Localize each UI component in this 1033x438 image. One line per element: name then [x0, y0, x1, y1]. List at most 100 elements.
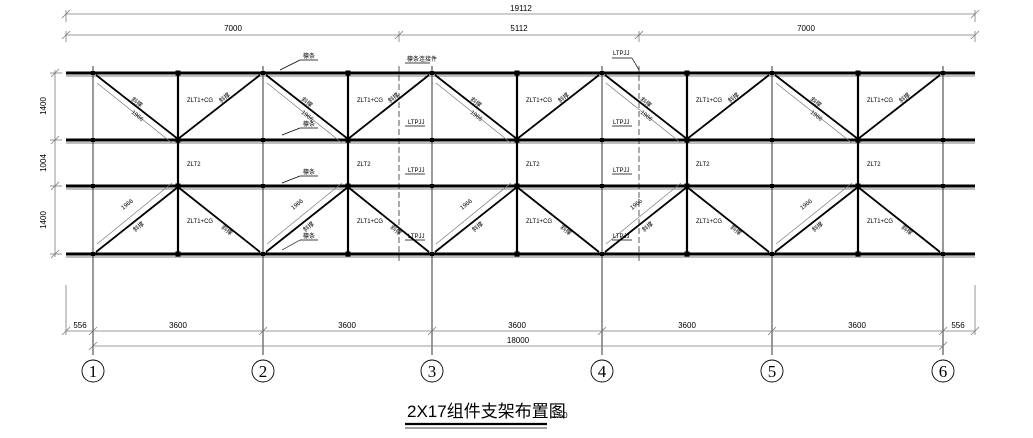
lower-column-label: ZLT1+CG — [357, 219, 383, 225]
ltp-label-6: LTPJJ — [613, 234, 630, 240]
axis-joint-node — [91, 71, 95, 75]
grid-axis-bubbles — [81, 359, 955, 383]
axis-joint-node — [91, 138, 95, 142]
joint-node — [514, 251, 520, 257]
joint-node — [345, 183, 351, 189]
row-1-height-label: 1400 — [39, 97, 48, 115]
top-segment-dimensions — [61, 30, 980, 42]
lower-right-brace — [516, 186, 600, 253]
axis-joint-node — [600, 138, 604, 142]
bottom-segment-3-label: 3600 — [338, 321, 356, 330]
bottom-segment-7-label: 556 — [951, 321, 965, 330]
brace-tag-upper-left: 斜撑 — [809, 95, 823, 109]
axis-joint-node — [770, 252, 774, 256]
axis-joint-node — [430, 138, 434, 142]
brace-length-dimension-lower — [266, 182, 343, 245]
top-segment-3-label: 7000 — [797, 24, 815, 33]
bottom-segment-6-label: 3600 — [848, 321, 866, 330]
purlin-tag-3: 檩条 — [303, 168, 315, 176]
brace-length-dimension-lower — [96, 182, 173, 245]
ltp-label-4: LTPJJ — [613, 120, 630, 126]
middle-column-label: ZLT2 — [187, 162, 201, 168]
brace-tag-upper-left: 斜撑 — [469, 95, 483, 109]
axis-joint-node — [430, 71, 434, 75]
lower-left-brace — [265, 186, 349, 253]
support-bays: ZLT1+CGZLT2ZLT1+CG19661966斜撑斜撑斜撑斜撑ZLT1+C… — [91, 70, 945, 257]
brace-length-dimension-upper — [96, 82, 173, 144]
axis-joint-node — [600, 71, 604, 75]
joint-node — [175, 183, 181, 189]
lower-left-brace — [774, 186, 859, 253]
brace-tag-upper-right: 斜撑 — [386, 91, 400, 105]
lower-column-label: ZLT1+CG — [187, 219, 213, 225]
joint-node — [514, 70, 520, 76]
brace-length-label-lower: 1966 — [630, 198, 645, 211]
lower-column-label: ZLT1+CG — [696, 219, 722, 225]
axis-joint-node — [941, 71, 945, 75]
upper-left-brace — [95, 74, 179, 140]
purlin-tag-2: 檩条 — [303, 120, 315, 128]
joint-node — [684, 251, 690, 257]
joint-node — [345, 137, 351, 143]
axis-joint-node — [600, 252, 604, 256]
axis-joint-node — [941, 138, 945, 142]
joint-node — [345, 251, 351, 257]
brace-tag-upper-right: 斜撑 — [217, 91, 231, 105]
axis-lines — [92, 66, 944, 355]
middle-column-label: ZLT2 — [867, 162, 881, 168]
top-segment-1-label: 7000 — [224, 24, 242, 33]
upper-right-brace — [516, 74, 600, 140]
grid-axis-5: 5 — [768, 362, 777, 381]
lower-right-brace — [347, 186, 430, 253]
overall-width-label: 19112 — [510, 4, 532, 13]
row-2-height-label: 1004 — [39, 154, 48, 172]
joint-node — [175, 137, 181, 143]
bottom-segment-1-label: 556 — [73, 321, 87, 330]
upper-column-label: ZLT1+CG — [867, 98, 893, 104]
dashed-split-lines — [398, 66, 640, 262]
upper-left-brace — [434, 74, 518, 140]
upper-right-brace — [177, 74, 261, 140]
joint-node — [855, 137, 861, 143]
overall-span-label: 18000 — [507, 336, 530, 345]
axis-joint-node — [770, 138, 774, 142]
brace-length-dimension-upper — [605, 82, 682, 144]
axis-joint-node — [261, 138, 265, 142]
grid-axis-6: 6 — [939, 362, 948, 381]
axis-joint-node — [430, 252, 434, 256]
joint-node — [855, 251, 861, 257]
joint-node — [684, 70, 690, 76]
brace-tag-upper-left: 斜撑 — [639, 95, 653, 109]
ltp-top-label: LTPJJ — [613, 51, 630, 57]
joint-node — [345, 70, 351, 76]
upper-right-brace — [857, 74, 941, 140]
joint-node — [175, 251, 181, 257]
middle-column-label: ZLT2 — [526, 162, 540, 168]
joint-node — [175, 70, 181, 76]
purlin-tag-1: 檩条 — [303, 52, 315, 60]
lower-left-brace — [434, 186, 518, 253]
brace-length-dimension-lower — [435, 182, 512, 245]
grid-axis-2: 2 — [259, 362, 268, 381]
bottom-segment-4-label: 3600 — [508, 321, 526, 330]
middle-column-label: ZLT2 — [696, 162, 710, 168]
lower-column-label: ZLT1+CG — [867, 219, 893, 225]
brace-length-dimension-upper — [435, 82, 512, 144]
row-3-height-label: 1400 — [39, 211, 48, 229]
brace-length-label-lower: 1966 — [460, 198, 475, 211]
axis-joint-node — [941, 184, 945, 188]
joint-node — [855, 70, 861, 76]
bottom-segment-dimensions — [61, 285, 980, 351]
brace-tag-upper-left: 斜撑 — [300, 95, 314, 109]
joint-node — [855, 183, 861, 189]
axis-joint-node — [91, 252, 95, 256]
upper-column-label: ZLT1+CG — [187, 98, 213, 104]
upper-column-label: ZLT1+CG — [526, 98, 552, 104]
purlins — [66, 71, 975, 258]
axis-joint-node — [941, 252, 945, 256]
brace-length-label-lower: 1966 — [291, 198, 306, 211]
upper-right-brace — [686, 74, 770, 140]
axis-joint-node — [261, 184, 265, 188]
brace-length-label-upper: 1966 — [809, 110, 824, 123]
